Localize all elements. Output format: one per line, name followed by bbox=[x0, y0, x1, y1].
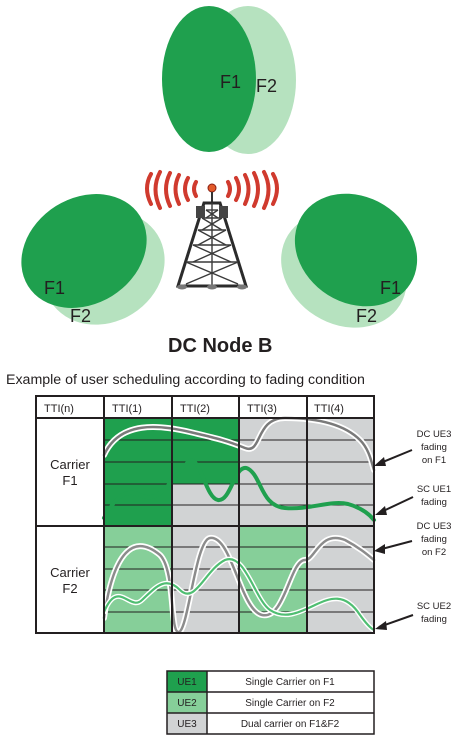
legend-ue2-desc: Single Carrier on F2 bbox=[245, 698, 335, 709]
legend-ue2-swatch bbox=[167, 692, 207, 713]
legend-ue1-desc: Single Carrier on F1 bbox=[245, 677, 335, 688]
cell-top-f2-label: F2 bbox=[256, 76, 277, 96]
cell-top-f1-ellipse bbox=[162, 6, 256, 152]
header-tti-3: TTI(3) bbox=[247, 403, 277, 415]
row-label-carrier-f1-line2: F1 bbox=[62, 473, 77, 488]
annotation-dc-ue3-f1-line1: DC UE3 bbox=[417, 429, 452, 440]
legend-ue3-tag: UE3 bbox=[177, 719, 197, 730]
cell-right-f1-label: F1 bbox=[380, 278, 401, 298]
header-tti-4: TTI(4) bbox=[314, 403, 344, 415]
annotation-sc-ue2: SC UE2 fading bbox=[375, 601, 451, 630]
annotation-sc-ue1-line2: fading bbox=[421, 497, 447, 508]
annotation-sc-ue1: SC UE1 fading bbox=[375, 484, 451, 515]
arrowhead-icon bbox=[374, 457, 386, 466]
row-label-carrier-f2-line1: Carrier bbox=[50, 565, 90, 580]
signal-waves-icon bbox=[145, 170, 279, 210]
row-label-carrier-f1-line1: Carrier bbox=[50, 457, 90, 472]
legend: UE1 UE2 UE3 Single Carrier on F1 Single … bbox=[166, 670, 375, 735]
annotation-dc-ue3-f2-line1: DC UE3 bbox=[417, 521, 452, 532]
legend-ue2-tag: UE2 bbox=[177, 698, 197, 709]
tower-beacon bbox=[207, 183, 217, 193]
node-b-title: DC Node B bbox=[168, 335, 272, 357]
annotation-dc-ue3-f1: DC UE3 fading on F1 bbox=[374, 429, 451, 466]
cell-left-f1-label: F1 bbox=[44, 278, 65, 298]
diagram-caption: Example of user scheduling according to … bbox=[6, 372, 365, 388]
arrowhead-icon bbox=[375, 621, 387, 630]
annotation-sc-ue2-line1: SC UE2 bbox=[417, 601, 451, 612]
annotation-dc-ue3-f2-line2: fading bbox=[421, 534, 447, 545]
cell-left-f2-label: F2 bbox=[70, 306, 91, 326]
cell-top: F1 F2 bbox=[162, 6, 296, 154]
annotation-dc-ue3-f2-line3: on F2 bbox=[422, 547, 446, 558]
annotation-dc-ue3-f1-line3: on F1 bbox=[422, 455, 446, 466]
cell-left: F1 F2 bbox=[21, 194, 165, 326]
arrowhead-icon bbox=[374, 544, 385, 554]
scheduling-table: TTI(n) TTI(1) TTI(2) TTI(3) TTI(4) Carri… bbox=[35, 395, 377, 636]
tower-icon bbox=[145, 170, 279, 290]
cell-left-f1-ellipse bbox=[21, 194, 147, 308]
cell-right-f2-label: F2 bbox=[356, 306, 377, 326]
annotation-dc-ue3-f1-line2: fading bbox=[421, 442, 447, 453]
f1-tti1-ue1-block bbox=[104, 418, 172, 526]
annotation-sc-ue1-line1: SC UE1 bbox=[417, 484, 451, 495]
cell-right-f1-ellipse bbox=[294, 193, 418, 307]
header-tti-1: TTI(1) bbox=[112, 403, 142, 415]
legend-ue3-desc: Dual carrier on F1&F2 bbox=[241, 719, 340, 730]
cell-top-f1-label: F1 bbox=[220, 72, 241, 92]
legend-ue1-swatch bbox=[167, 671, 207, 692]
annotation-dc-ue3-f2: DC UE3 fading on F2 bbox=[374, 521, 451, 558]
cell-right: F1 F2 bbox=[281, 193, 418, 328]
row-label-carrier-f2-line2: F2 bbox=[62, 581, 77, 596]
sc-ue1-fading-curve bbox=[102, 458, 376, 522]
legend-ue3-swatch bbox=[167, 713, 207, 734]
header-tti-2: TTI(2) bbox=[180, 403, 210, 415]
arrowhead-icon bbox=[375, 506, 387, 515]
header-tti-n: TTI(n) bbox=[44, 403, 74, 415]
annotation-sc-ue2-line2: fading bbox=[421, 614, 447, 625]
legend-ue1-tag: UE1 bbox=[177, 677, 197, 688]
